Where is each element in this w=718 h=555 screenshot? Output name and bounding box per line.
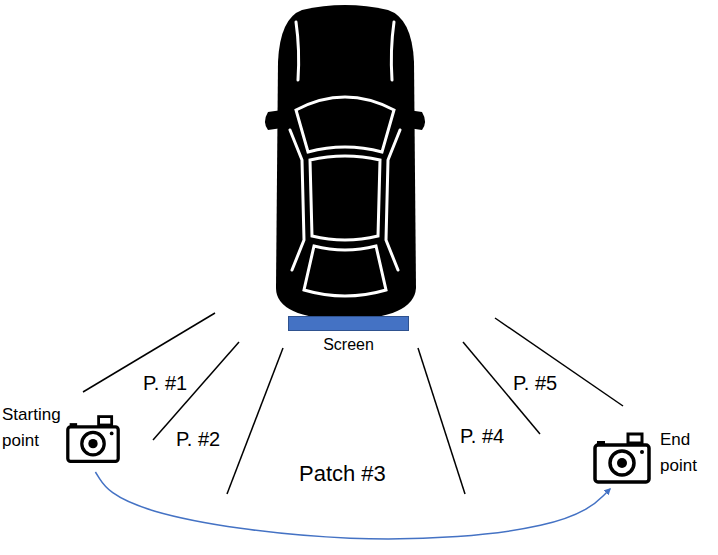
patch-label: P. #1 bbox=[143, 372, 187, 395]
screen-bar: Screen bbox=[288, 316, 409, 331]
camera-viewfinder bbox=[628, 434, 642, 443]
position-label: Starting point bbox=[2, 402, 68, 455]
camera-position: End point bbox=[588, 425, 716, 487]
camera-flash bbox=[640, 450, 644, 454]
camera-flash bbox=[109, 432, 113, 436]
patch-line bbox=[418, 348, 465, 494]
camera-lens bbox=[610, 451, 634, 475]
camera-icon bbox=[65, 412, 121, 466]
patch-label: P. #4 bbox=[460, 425, 504, 448]
patch-line bbox=[227, 348, 283, 494]
camera-icon bbox=[592, 431, 652, 485]
patch-line bbox=[495, 318, 623, 406]
car-body bbox=[276, 5, 416, 320]
patch-label: P. #2 bbox=[176, 428, 220, 451]
screen-label: Screen bbox=[289, 335, 408, 354]
patch-label: P. #5 bbox=[513, 372, 557, 395]
camera-lens-center bbox=[617, 458, 627, 468]
patch-label: Patch #3 bbox=[299, 461, 386, 487]
camera-lens bbox=[81, 432, 103, 454]
camera-body bbox=[595, 445, 649, 482]
patch-boundaries bbox=[83, 313, 623, 494]
camera-body bbox=[67, 427, 117, 462]
camera-position: Starting point bbox=[2, 400, 123, 470]
car-details bbox=[290, 22, 400, 296]
car-top-view bbox=[265, 5, 425, 320]
camera-viewfinder bbox=[98, 417, 111, 425]
position-label: End point bbox=[660, 427, 710, 480]
camera-lens-center bbox=[88, 439, 97, 448]
